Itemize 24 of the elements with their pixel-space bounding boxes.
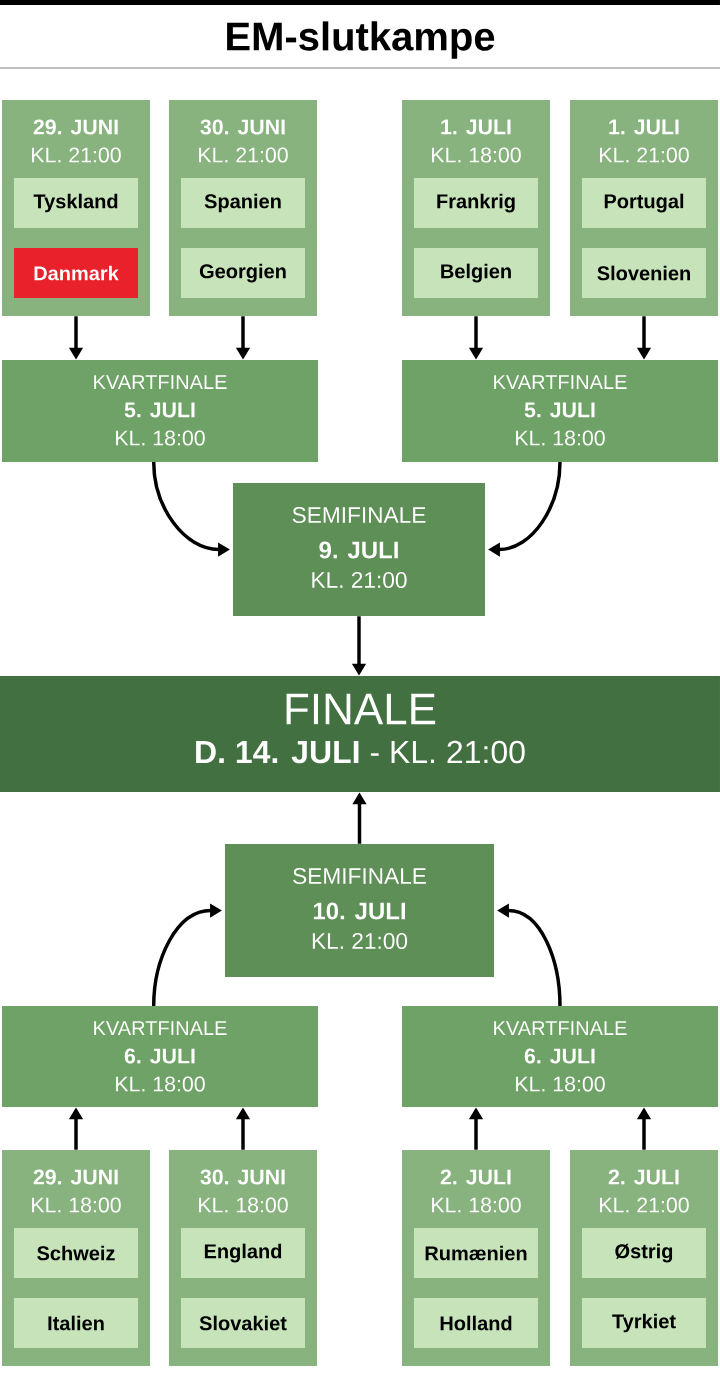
team-box: Tyrkiet [582, 1298, 706, 1348]
quarterfinal-box: KVARTFINALE 5. JULI KL. 18:00 [402, 360, 718, 462]
team-box: Italien [14, 1298, 138, 1348]
team-box: Holland [414, 1298, 538, 1348]
team-box: Tyskland [14, 178, 138, 228]
team-box: Georgien [181, 248, 305, 298]
title: EM-slutkampe [227, 21, 495, 59]
quarterfinal-box: KVARTFINALE 6. JULI KL. 18:00 [2, 1006, 318, 1107]
quarterfinal-box: KVARTFINALE 6. JULI KL. 18:00 [402, 1006, 718, 1107]
semifinal-box: SEMIFINALE 9. JULI KL. 21:00 [233, 483, 485, 616]
team-box: Belgien [414, 248, 538, 298]
team-box: Schweiz [14, 1228, 138, 1278]
semifinal-box: SEMIFINALE 10. JULI KL. 21:00 [225, 844, 494, 977]
team-box: England [181, 1228, 305, 1278]
team-box: Slovakiet [181, 1298, 305, 1348]
team-box: Portugal [582, 178, 706, 228]
team-box: Danmark [14, 248, 138, 298]
final-box: FINALE D. 14. JULI - KL. 21:00 [0, 676, 720, 792]
team-box: Slovenien [582, 248, 706, 298]
team-box: Frankrig [414, 178, 538, 228]
team-box: Østrig [582, 1228, 706, 1278]
quarterfinal-box: KVARTFINALE 5. JULI KL. 18:00 [2, 360, 318, 462]
team-box: Spanien [181, 178, 305, 228]
team-box: Rumænien [414, 1228, 538, 1278]
